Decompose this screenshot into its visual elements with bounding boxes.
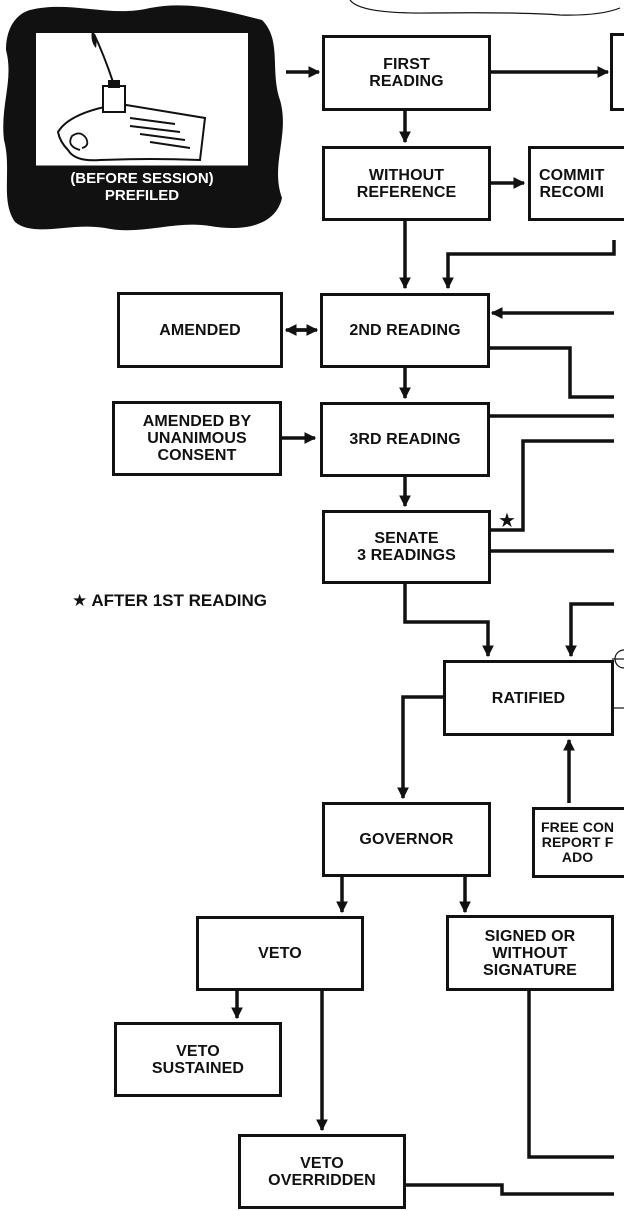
committee-label: COMMIT RECOMI (539, 166, 605, 201)
box-amended: AMENDED (117, 292, 283, 368)
star-icon: ★ (498, 508, 516, 532)
connectors (231, 66, 616, 1196)
inkwell-icon (102, 85, 126, 113)
line-overridden-to-right (405, 1183, 614, 1196)
free-conference-label: FREE CON REPORT F ADO (541, 819, 615, 865)
ratified-edge-ticks (612, 649, 624, 709)
footnote-after-first-reading: ★ AFTER 1ST READING (72, 591, 268, 610)
box-free-conference: FREE CON REPORT F ADO (532, 807, 624, 878)
box-ratified: RATIFIED (443, 660, 614, 736)
box-committee: COMMIT RECOMI (528, 146, 624, 221)
box-veto: VETO (196, 916, 364, 991)
prefiled-illustration (3, 5, 283, 231)
box-amended-unanimous: AMENDED BY UNANIMOUS CONSENT (112, 401, 282, 476)
line-signed-to-right (527, 990, 614, 1159)
prefiled-caption: (BEFORE SESSION) PREFILED (70, 170, 214, 204)
box-second-reading: 2ND READING (320, 293, 490, 368)
box-veto-overridden: VETO OVERRIDDEN (238, 1134, 406, 1209)
box-senate: SENATE 3 READINGS (322, 510, 491, 584)
line-senate-star-to-right (490, 439, 614, 532)
line-second-to-right (490, 346, 614, 399)
arrow-right-to-ratified (565, 602, 614, 658)
box-veto-sustained: VETO SUSTAINED (114, 1022, 282, 1097)
box-without-reference: WITHOUT REFERENCE (322, 146, 491, 221)
box-partial-right-top (610, 33, 624, 111)
box-third-reading: 3RD READING (320, 402, 490, 477)
box-governor: GOVERNOR (322, 802, 491, 877)
scroll-icon (56, 102, 207, 162)
box-signed: SIGNED OR WITHOUT SIGNATURE (446, 915, 614, 991)
arrow-senate-to-ratified (403, 584, 494, 658)
arrow-committee-to-second (442, 240, 616, 290)
arrow-ratified-to-governor (397, 695, 443, 800)
box-first-reading: FIRST READING (322, 35, 491, 111)
top-scroll-edge (349, 0, 621, 16)
